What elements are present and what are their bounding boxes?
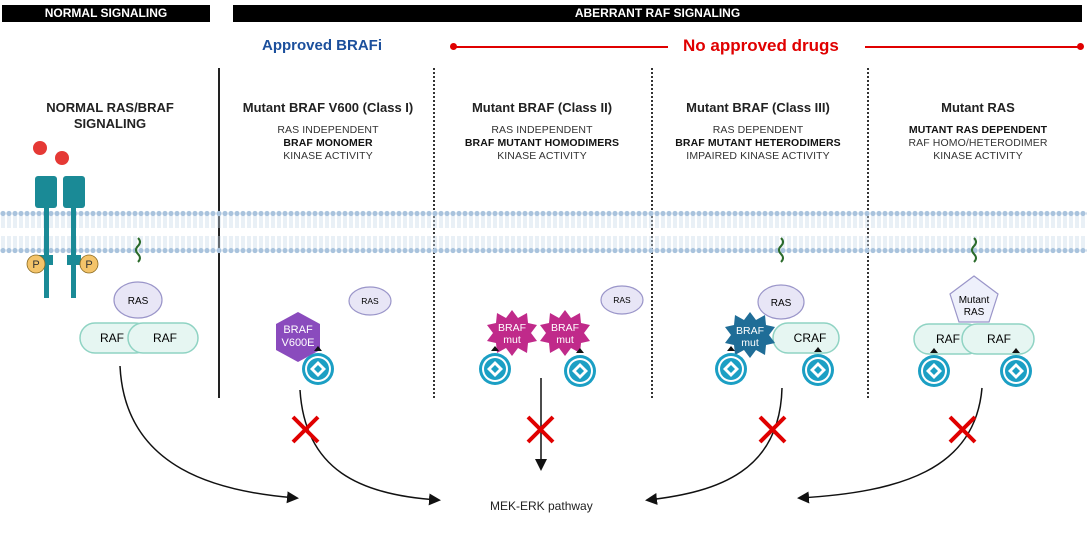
raf-ras-right — [961, 323, 1035, 355]
arrow-normal — [119, 365, 299, 504]
ras-class1 — [348, 286, 392, 316]
column-desc-class2: RAS INDEPENDENT BRAF MUTANT HOMODIMERS K… — [442, 124, 642, 163]
desc-line: RAS INDEPENDENT — [491, 124, 593, 136]
braf-class3-label-2: mut — [741, 337, 759, 349]
approved-brafi-label: Approved BRAFi — [262, 37, 382, 54]
inhibitor-icon — [564, 348, 596, 387]
column-desc-class3: RAS DEPENDENT BRAF MUTANT HETERODIMERS I… — [658, 124, 858, 163]
column-title-class2: Mutant BRAF (Class II) — [471, 100, 613, 115]
phospho-left: P — [26, 254, 46, 274]
receptor-right-kinase — [67, 255, 81, 265]
ras-class3 — [757, 284, 805, 320]
phospho-right-label: P — [85, 259, 92, 271]
cross-icon — [758, 415, 787, 444]
desc-line: IMPAIRED KINASE ACTIVITY — [686, 150, 830, 162]
desc-line-bold: BRAF MUTANT HETERODIMERS — [675, 137, 841, 149]
arrow-mutant-ras — [797, 387, 983, 504]
desc-line-bold: BRAF MONOMER — [283, 137, 373, 149]
receptor-right — [63, 176, 85, 298]
desc-line-bold: BRAF MUTANT HOMODIMERS — [464, 137, 620, 149]
ras-class1-label: RAS — [361, 296, 379, 306]
braf-class3 — [725, 312, 775, 358]
ras-normal — [113, 281, 163, 319]
desc-line-bold: MUTANT RAS DEPENDENT — [908, 124, 1048, 136]
desc-line: RAF HOMO/HETERODIMER — [908, 137, 1048, 149]
raf-normal-right — [127, 322, 199, 354]
column-title-mutant-ras: Mutant RAS — [941, 100, 1015, 115]
braf-mut-right — [540, 310, 590, 356]
ligand — [55, 151, 69, 165]
braf-mut-left-label-1: BRAF — [498, 322, 526, 334]
braf-mut-left-label-2: mut — [503, 334, 521, 346]
braf-mut-right-label-2: mut — [556, 334, 574, 346]
braf-mut-left — [487, 310, 537, 356]
red-line-right-dot — [1077, 43, 1084, 50]
desc-line: KINASE ACTIVITY — [933, 150, 1023, 162]
braf-class3-label-1: BRAF — [736, 325, 764, 337]
craf — [772, 322, 840, 354]
raf-normal-right-label: RAF — [153, 331, 177, 345]
aberrant-signaling-header: ABERRANT RAF SIGNALING — [233, 5, 1082, 22]
column-title-normal: NORMAL RAS/BRAF SIGNALING — [30, 100, 190, 132]
cross-icon — [526, 415, 555, 444]
column-desc-mutant-ras: MUTANT RAS DEPENDENT RAF HOMO/HETERODIME… — [878, 124, 1078, 163]
desc-line: KINASE ACTIVITY — [283, 150, 373, 162]
cross-icon — [948, 415, 977, 444]
receptor-left — [35, 176, 57, 298]
no-approved-drugs-label: No approved drugs — [683, 36, 839, 55]
ligand — [33, 141, 47, 155]
ras-class3-label: RAS — [771, 298, 792, 309]
braf-v600e-label-1: BRAF — [283, 324, 313, 336]
ras-tail — [778, 237, 784, 263]
red-line-left — [453, 46, 668, 48]
braf-v600e-label-2: V600E — [281, 337, 314, 349]
ras-class2 — [600, 285, 644, 315]
column-title-normal-line1: NORMAL RAS/BRAF — [46, 100, 174, 115]
ras-tail — [971, 237, 977, 263]
raf-ras-right-label: RAF — [987, 332, 1011, 346]
column-title-normal-line2: SIGNALING — [73, 116, 147, 131]
raf-ras-left-label: RAF — [936, 332, 960, 346]
raf-normal-left-label: RAF — [100, 331, 124, 345]
phospho-left-label: P — [32, 259, 39, 271]
braf-v600e — [276, 312, 320, 362]
desc-line: KINASE ACTIVITY — [497, 150, 587, 162]
inhibitor-icon — [715, 346, 747, 385]
normal-signaling-header: NORMAL SIGNALING — [2, 5, 210, 22]
red-line-right — [865, 46, 1080, 48]
mutant-ras-label-1: Mutant — [959, 295, 990, 306]
mutant-ras-label-2: RAS — [964, 307, 985, 318]
cell-membrane — [0, 210, 1087, 254]
mek-erk-pathway-label: MEK-ERK pathway — [490, 499, 593, 513]
receptor-left-kinase — [39, 255, 53, 265]
inhibitor-icon — [479, 346, 511, 385]
craf-label: CRAF — [794, 331, 827, 345]
mutant-ras — [949, 275, 999, 323]
ras-class2-label: RAS — [613, 295, 631, 305]
column-title-class3: Mutant BRAF (Class III) — [686, 100, 830, 115]
ras-normal-label: RAS — [128, 296, 149, 307]
arrow-class3 — [645, 387, 783, 505]
desc-line: RAS INDEPENDENT — [277, 124, 379, 136]
desc-line: RAS DEPENDENT — [712, 124, 804, 136]
braf-mut-right-label-1: BRAF — [551, 322, 579, 334]
arrow-class1 — [299, 389, 441, 506]
phospho-right: P — [79, 254, 99, 274]
ras-tail — [135, 237, 141, 263]
column-desc-class1: RAS INDEPENDENT BRAF MONOMER KINASE ACTI… — [228, 124, 428, 163]
cross-icon — [291, 415, 320, 444]
column-title-class1: Mutant BRAF V600 (Class I) — [242, 100, 414, 115]
